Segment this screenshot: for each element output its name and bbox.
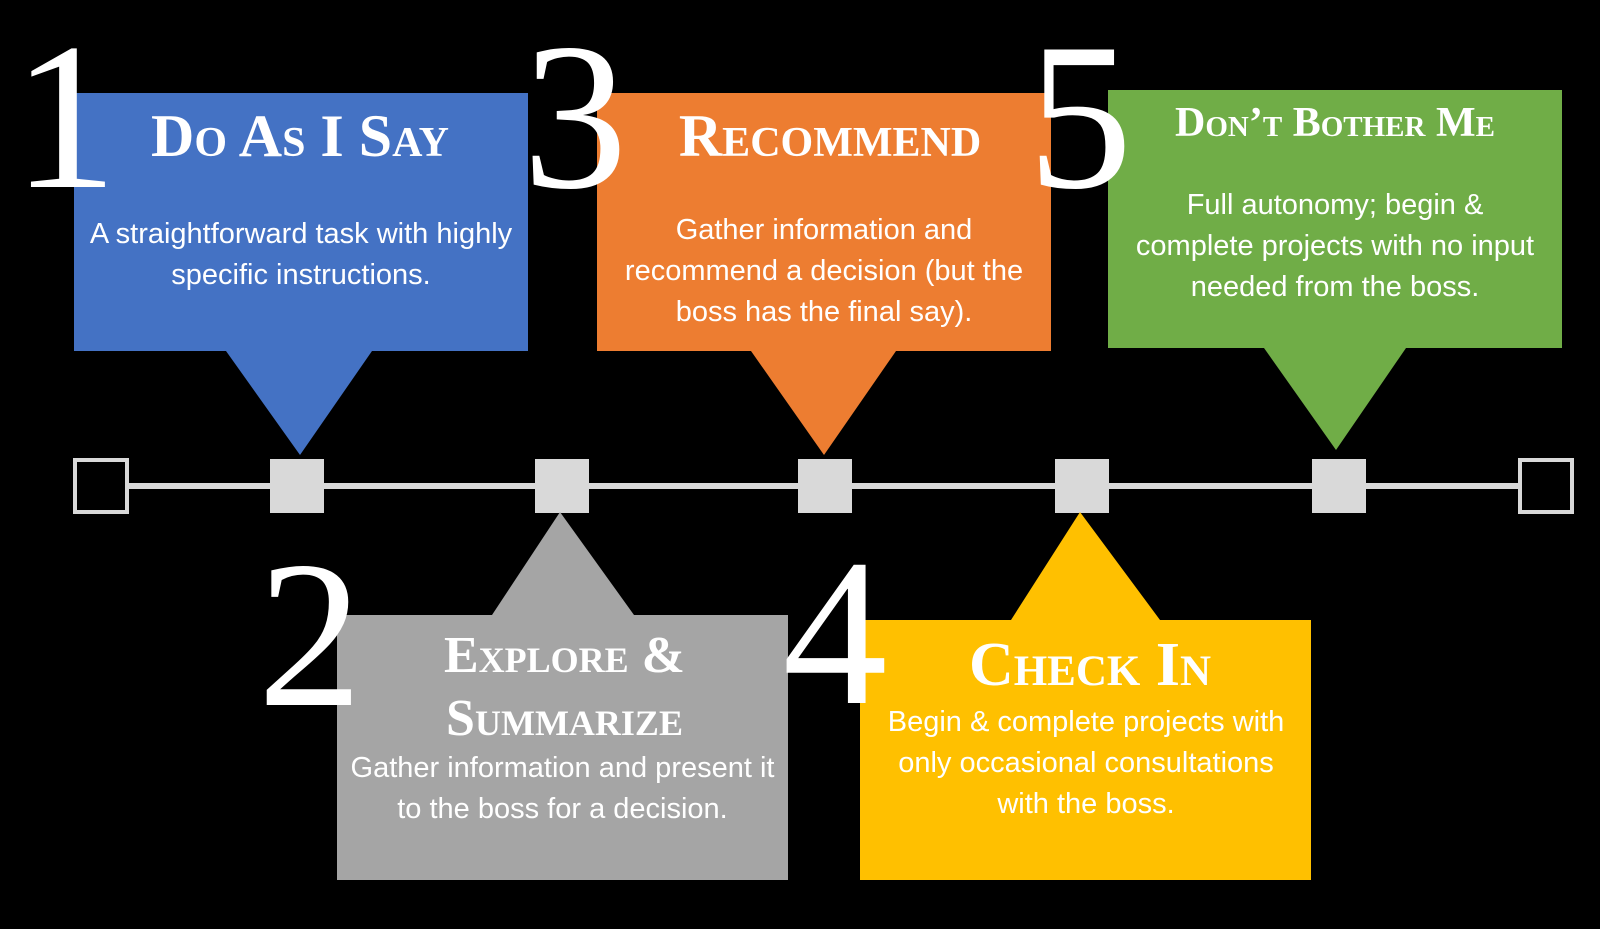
level-4-description: Begin & complete projects with only occa… <box>887 706 1285 820</box>
level-5-number: 5 <box>1027 1 1133 233</box>
level-4-callout <box>860 512 1311 880</box>
timeline-end-marker <box>1518 458 1574 514</box>
level-5-description: Full autonomy; begin & complete projects… <box>1135 189 1535 303</box>
level-1-number: 1 <box>12 1 118 233</box>
level-2-callout <box>337 512 788 880</box>
timeline-node-5 <box>1312 459 1366 513</box>
level-2-description: Gather information and present it to the… <box>350 752 775 825</box>
timeline-start-marker <box>73 458 129 514</box>
level-2-number: 2 <box>257 519 363 751</box>
level-1-title: Do As I Say <box>151 103 449 169</box>
timeline-node-3 <box>798 459 852 513</box>
level-3-title: Recommend <box>678 103 982 169</box>
level-4-title: Check In <box>968 631 1212 699</box>
level-4-number: 4 <box>782 517 888 749</box>
timeline-node-1 <box>270 459 324 513</box>
timeline-node-4 <box>1055 459 1109 513</box>
level-2-title: Explore & Summarize <box>443 627 685 747</box>
level-1-description: A straightforward task with highly speci… <box>89 218 513 291</box>
level-5-callout <box>1108 90 1562 450</box>
timeline-node-2 <box>535 459 589 513</box>
level-3-callout <box>597 93 1051 455</box>
level-5-title: Don’t Bother Me <box>1175 100 1495 146</box>
level-3-number: 3 <box>522 1 628 233</box>
level-1-callout <box>74 93 528 455</box>
level-3-description: Gather information and recommend a decis… <box>624 214 1024 328</box>
